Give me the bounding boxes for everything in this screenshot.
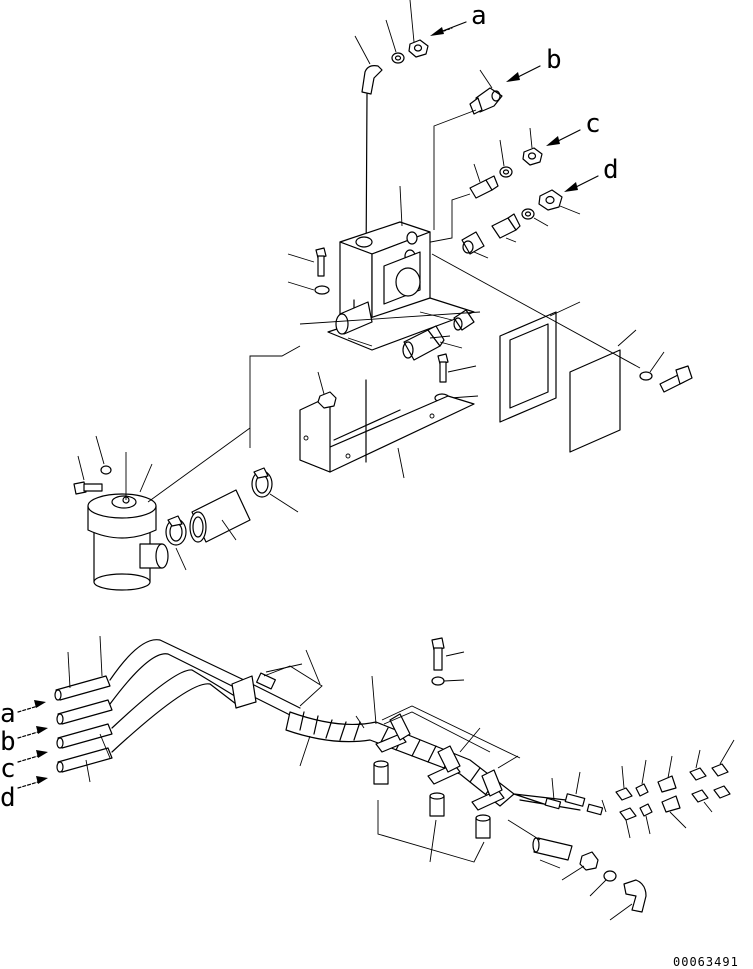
nut-a	[408, 39, 429, 58]
collar-3	[475, 814, 491, 839]
gasket-rear	[499, 301, 581, 423]
bolt-bracket	[437, 353, 449, 383]
collar-1	[373, 760, 389, 785]
washer-top-hole	[394, 55, 402, 61]
bolt-housing	[315, 247, 327, 277]
label-b-bottom: b	[0, 727, 16, 757]
housing-inlet-tube	[335, 301, 373, 335]
tube-b	[56, 699, 113, 725]
fitting-d	[491, 213, 521, 239]
label-c-bottom: c	[0, 754, 16, 784]
connector-c	[469, 175, 499, 199]
harness-bracket-2	[427, 745, 461, 785]
hose-piece-bottom	[532, 837, 573, 861]
arrow-b-bottom	[17, 726, 48, 739]
arrow-b	[506, 65, 541, 82]
harness-bracket-1	[375, 713, 411, 753]
connector-group	[513, 793, 604, 816]
washer-far-right	[639, 371, 653, 381]
label-c-top: c	[585, 109, 601, 139]
intake-hose	[189, 489, 251, 543]
bolt-harness	[431, 637, 445, 671]
hose-clamp-left	[165, 515, 187, 546]
hose-bundle	[109, 639, 301, 753]
tube-a	[54, 675, 111, 701]
gasket-front	[569, 329, 637, 453]
arrow-d	[564, 175, 599, 192]
arrow-d-bottom	[17, 776, 48, 789]
label-b-top: b	[546, 45, 562, 75]
washer-housing	[314, 285, 330, 295]
filter-bracket-housing	[327, 221, 475, 351]
nut-bottom	[579, 851, 599, 871]
harness-bracket-3	[471, 769, 505, 811]
label-d-top: d	[603, 155, 619, 185]
collar-2	[429, 792, 445, 817]
tube-c	[56, 723, 113, 749]
adapter-b	[469, 87, 503, 115]
air-filter-body	[87, 493, 169, 591]
label-a-bottom: a	[0, 699, 16, 729]
washer-filter	[100, 465, 112, 475]
adapter-d	[461, 231, 485, 255]
washer-c	[499, 166, 513, 178]
drawing-number: 00063491	[673, 955, 739, 969]
label-d-bottom: d	[0, 783, 16, 813]
mounting-plate	[299, 379, 475, 473]
label-a-top: a	[471, 1, 487, 31]
tube-d	[56, 747, 113, 773]
arrow-a-bottom	[17, 700, 46, 713]
arrow-c-bottom	[17, 750, 48, 763]
arrow-c	[546, 129, 581, 146]
nut-c	[522, 147, 543, 166]
washer-harness	[431, 676, 445, 686]
hose-clamp-right	[251, 467, 273, 498]
fittings-right	[615, 763, 731, 821]
bolt-filter	[73, 481, 103, 495]
sensor-upper	[453, 309, 475, 331]
washer-bottom	[603, 870, 617, 882]
washer-d	[521, 208, 535, 220]
bolt-far-right	[659, 365, 693, 393]
elbow-fitting-bottom	[623, 879, 647, 913]
nut-d	[538, 189, 563, 211]
nut-plate	[317, 391, 337, 409]
arrow-a	[430, 21, 467, 36]
